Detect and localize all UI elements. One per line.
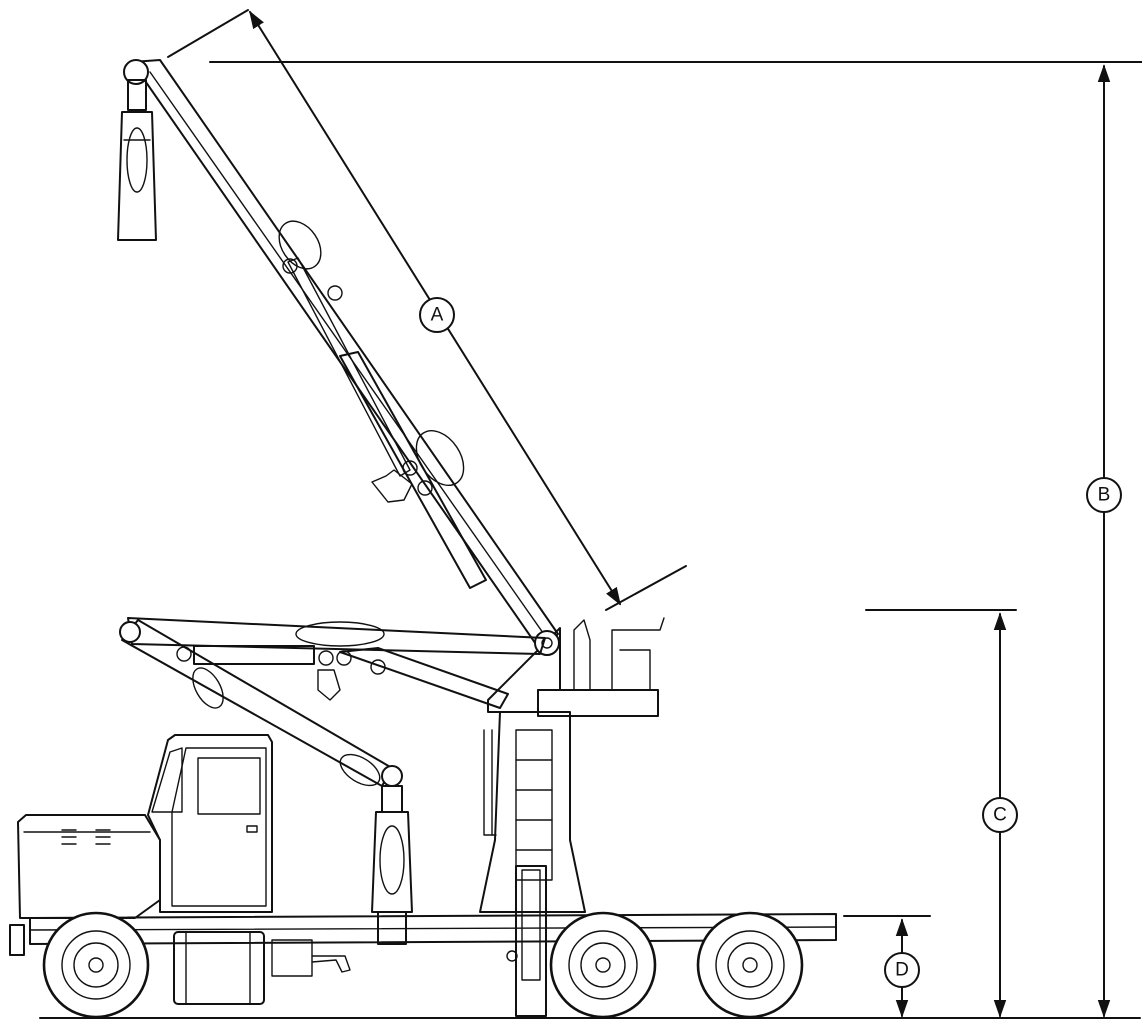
fuel-tank bbox=[173, 931, 351, 1005]
label-d: D bbox=[884, 952, 920, 988]
label-c: C bbox=[982, 797, 1018, 833]
label-a: A bbox=[419, 297, 455, 333]
outrigger-leg bbox=[506, 865, 547, 1017]
truck-hood bbox=[17, 814, 161, 919]
dimension-b bbox=[209, 61, 1142, 1018]
rear-wheel-2 bbox=[696, 911, 804, 1019]
rear-wheel-1 bbox=[549, 911, 657, 1019]
knuckle-boom-grapple bbox=[371, 785, 413, 945]
truck-chassis bbox=[9, 913, 837, 956]
operator-platform bbox=[487, 617, 665, 717]
label-b: B bbox=[1086, 477, 1122, 513]
crane-pedestal bbox=[479, 711, 586, 913]
label-a-text: A bbox=[431, 305, 444, 326]
label-d-text: D bbox=[895, 960, 909, 981]
label-b-text: B bbox=[1098, 485, 1111, 506]
knuckle-boom bbox=[119, 617, 546, 787]
main-boom bbox=[131, 59, 560, 656]
front-wheel bbox=[42, 911, 150, 1019]
label-c-text: C bbox=[993, 805, 1007, 826]
main-boom-grapple bbox=[117, 59, 157, 241]
truck-cab bbox=[147, 734, 273, 913]
